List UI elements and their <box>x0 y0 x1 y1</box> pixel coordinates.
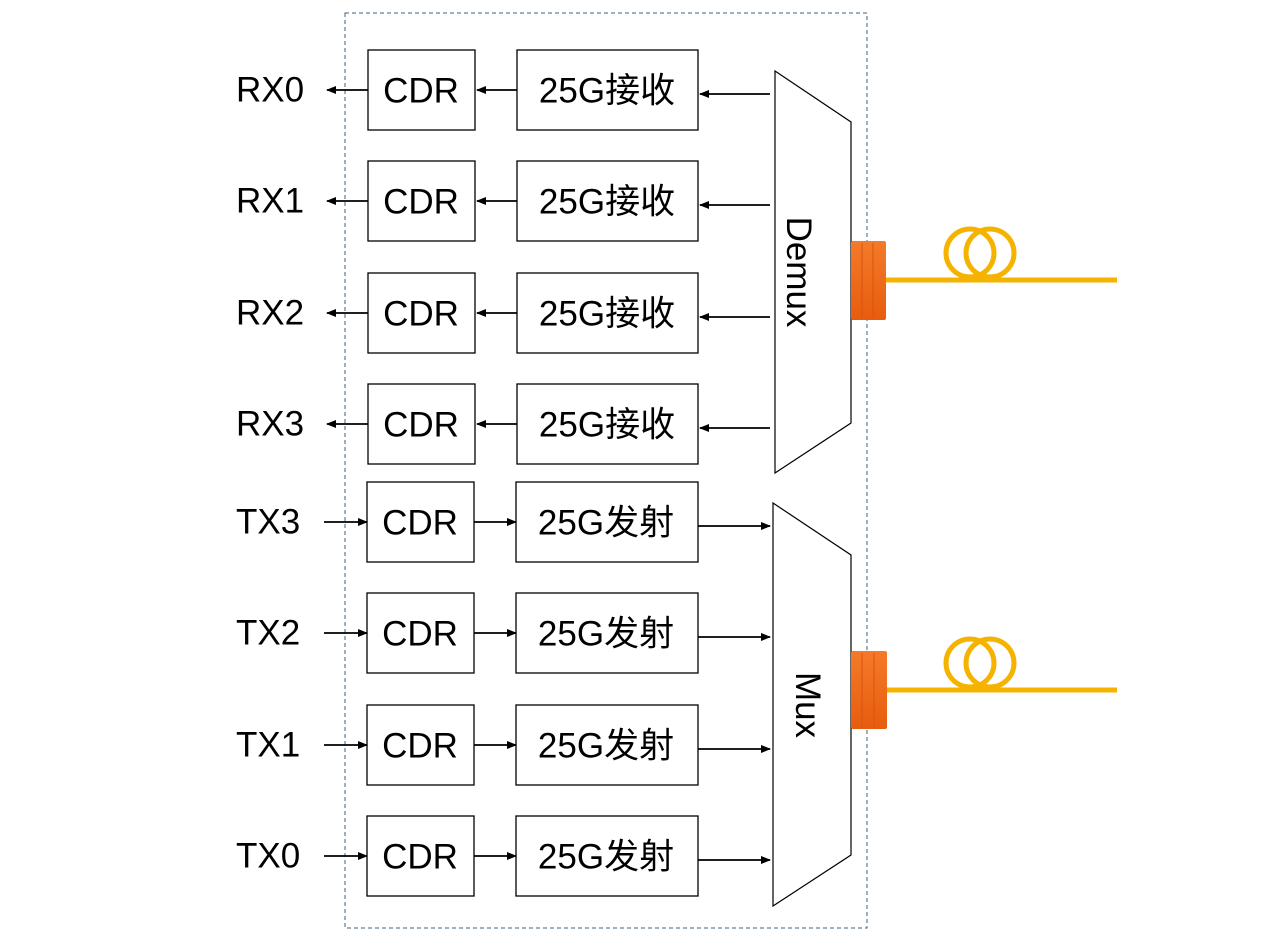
cdr-label: CDR <box>382 615 458 654</box>
rx-channel-row: RX0 CDR 25G接收 <box>236 49 770 131</box>
mux-block: Mux <box>772 501 852 908</box>
transmitter-label: 25G发射 <box>538 504 674 543</box>
tx-channel-row: TX2 CDR 25G发射 <box>236 592 771 674</box>
rx-port-label: RX1 <box>236 182 304 221</box>
cdr-label: CDR <box>382 838 458 877</box>
cdr-label: CDR <box>383 72 459 111</box>
receiver-box <box>516 272 699 354</box>
transmitter-box <box>515 481 699 563</box>
rx-channel-row: RX3 CDR 25G接收 <box>236 383 770 465</box>
cdr-box <box>367 49 476 131</box>
demux-label: Demux <box>779 217 818 328</box>
tx-port-label: TX2 <box>236 614 300 653</box>
rx-fiber-loop-icon <box>943 226 997 280</box>
cdr-label: CDR <box>383 295 459 334</box>
transmitter-label: 25G发射 <box>538 727 674 766</box>
cdr-label: CDR <box>382 727 458 766</box>
tx-port-label: TX3 <box>236 503 300 542</box>
transmitter-box <box>515 704 699 786</box>
rx-channel-row: RX2 CDR 25G接收 <box>236 272 770 354</box>
mux-shape <box>772 501 852 908</box>
receiver-label: 25G接收 <box>539 295 675 334</box>
mux-label: Mux <box>788 672 827 739</box>
receiver-box <box>516 383 699 465</box>
transmitter-label: 25G发射 <box>538 838 674 877</box>
transmitter-box <box>515 592 699 674</box>
rx-port-label: RX0 <box>236 71 304 110</box>
cdr-label: CDR <box>383 183 459 222</box>
demux-block: Demux <box>774 69 852 475</box>
cdr-box <box>366 815 475 897</box>
tx-channel-row: TX0 CDR 25G发射 <box>236 815 771 897</box>
cdr-label: CDR <box>383 406 459 445</box>
tx-connector-icon <box>851 651 887 729</box>
cdr-label: CDR <box>382 504 458 543</box>
cdr-box <box>367 272 476 354</box>
demux-shape <box>774 69 852 475</box>
tx-channel-row: TX3 CDR 25G发射 <box>236 481 771 563</box>
rx-connector-icon <box>851 241 886 320</box>
rx-port-label: RX2 <box>236 294 304 333</box>
receiver-label: 25G接收 <box>539 183 675 222</box>
transmitter-label: 25G发射 <box>538 615 674 654</box>
rx-optical-port <box>851 226 1117 320</box>
tx-fiber-loop-icon <box>963 636 1017 690</box>
tx-optical-port <box>851 636 1117 729</box>
rx-port-label: RX3 <box>236 405 304 444</box>
rx-channel-row: RX1 CDR 25G接收 <box>236 160 770 242</box>
cdr-box <box>366 481 475 563</box>
receiver-box <box>516 49 699 131</box>
tx-port-label: TX0 <box>236 837 300 876</box>
cdr-box <box>367 383 476 465</box>
tx-channel-row: TX1 CDR 25G发射 <box>236 704 771 786</box>
receiver-label: 25G接收 <box>539 72 675 111</box>
transmitter-box <box>515 815 699 897</box>
cdr-box <box>366 592 475 674</box>
tx-port-label: TX1 <box>236 726 300 765</box>
cdr-box <box>367 160 476 242</box>
tx-fiber-loop-icon <box>943 636 997 690</box>
receiver-box <box>516 160 699 242</box>
receiver-label: 25G接收 <box>539 406 675 445</box>
module-boundary <box>344 12 868 929</box>
rx-fiber-loop-icon <box>963 226 1017 280</box>
